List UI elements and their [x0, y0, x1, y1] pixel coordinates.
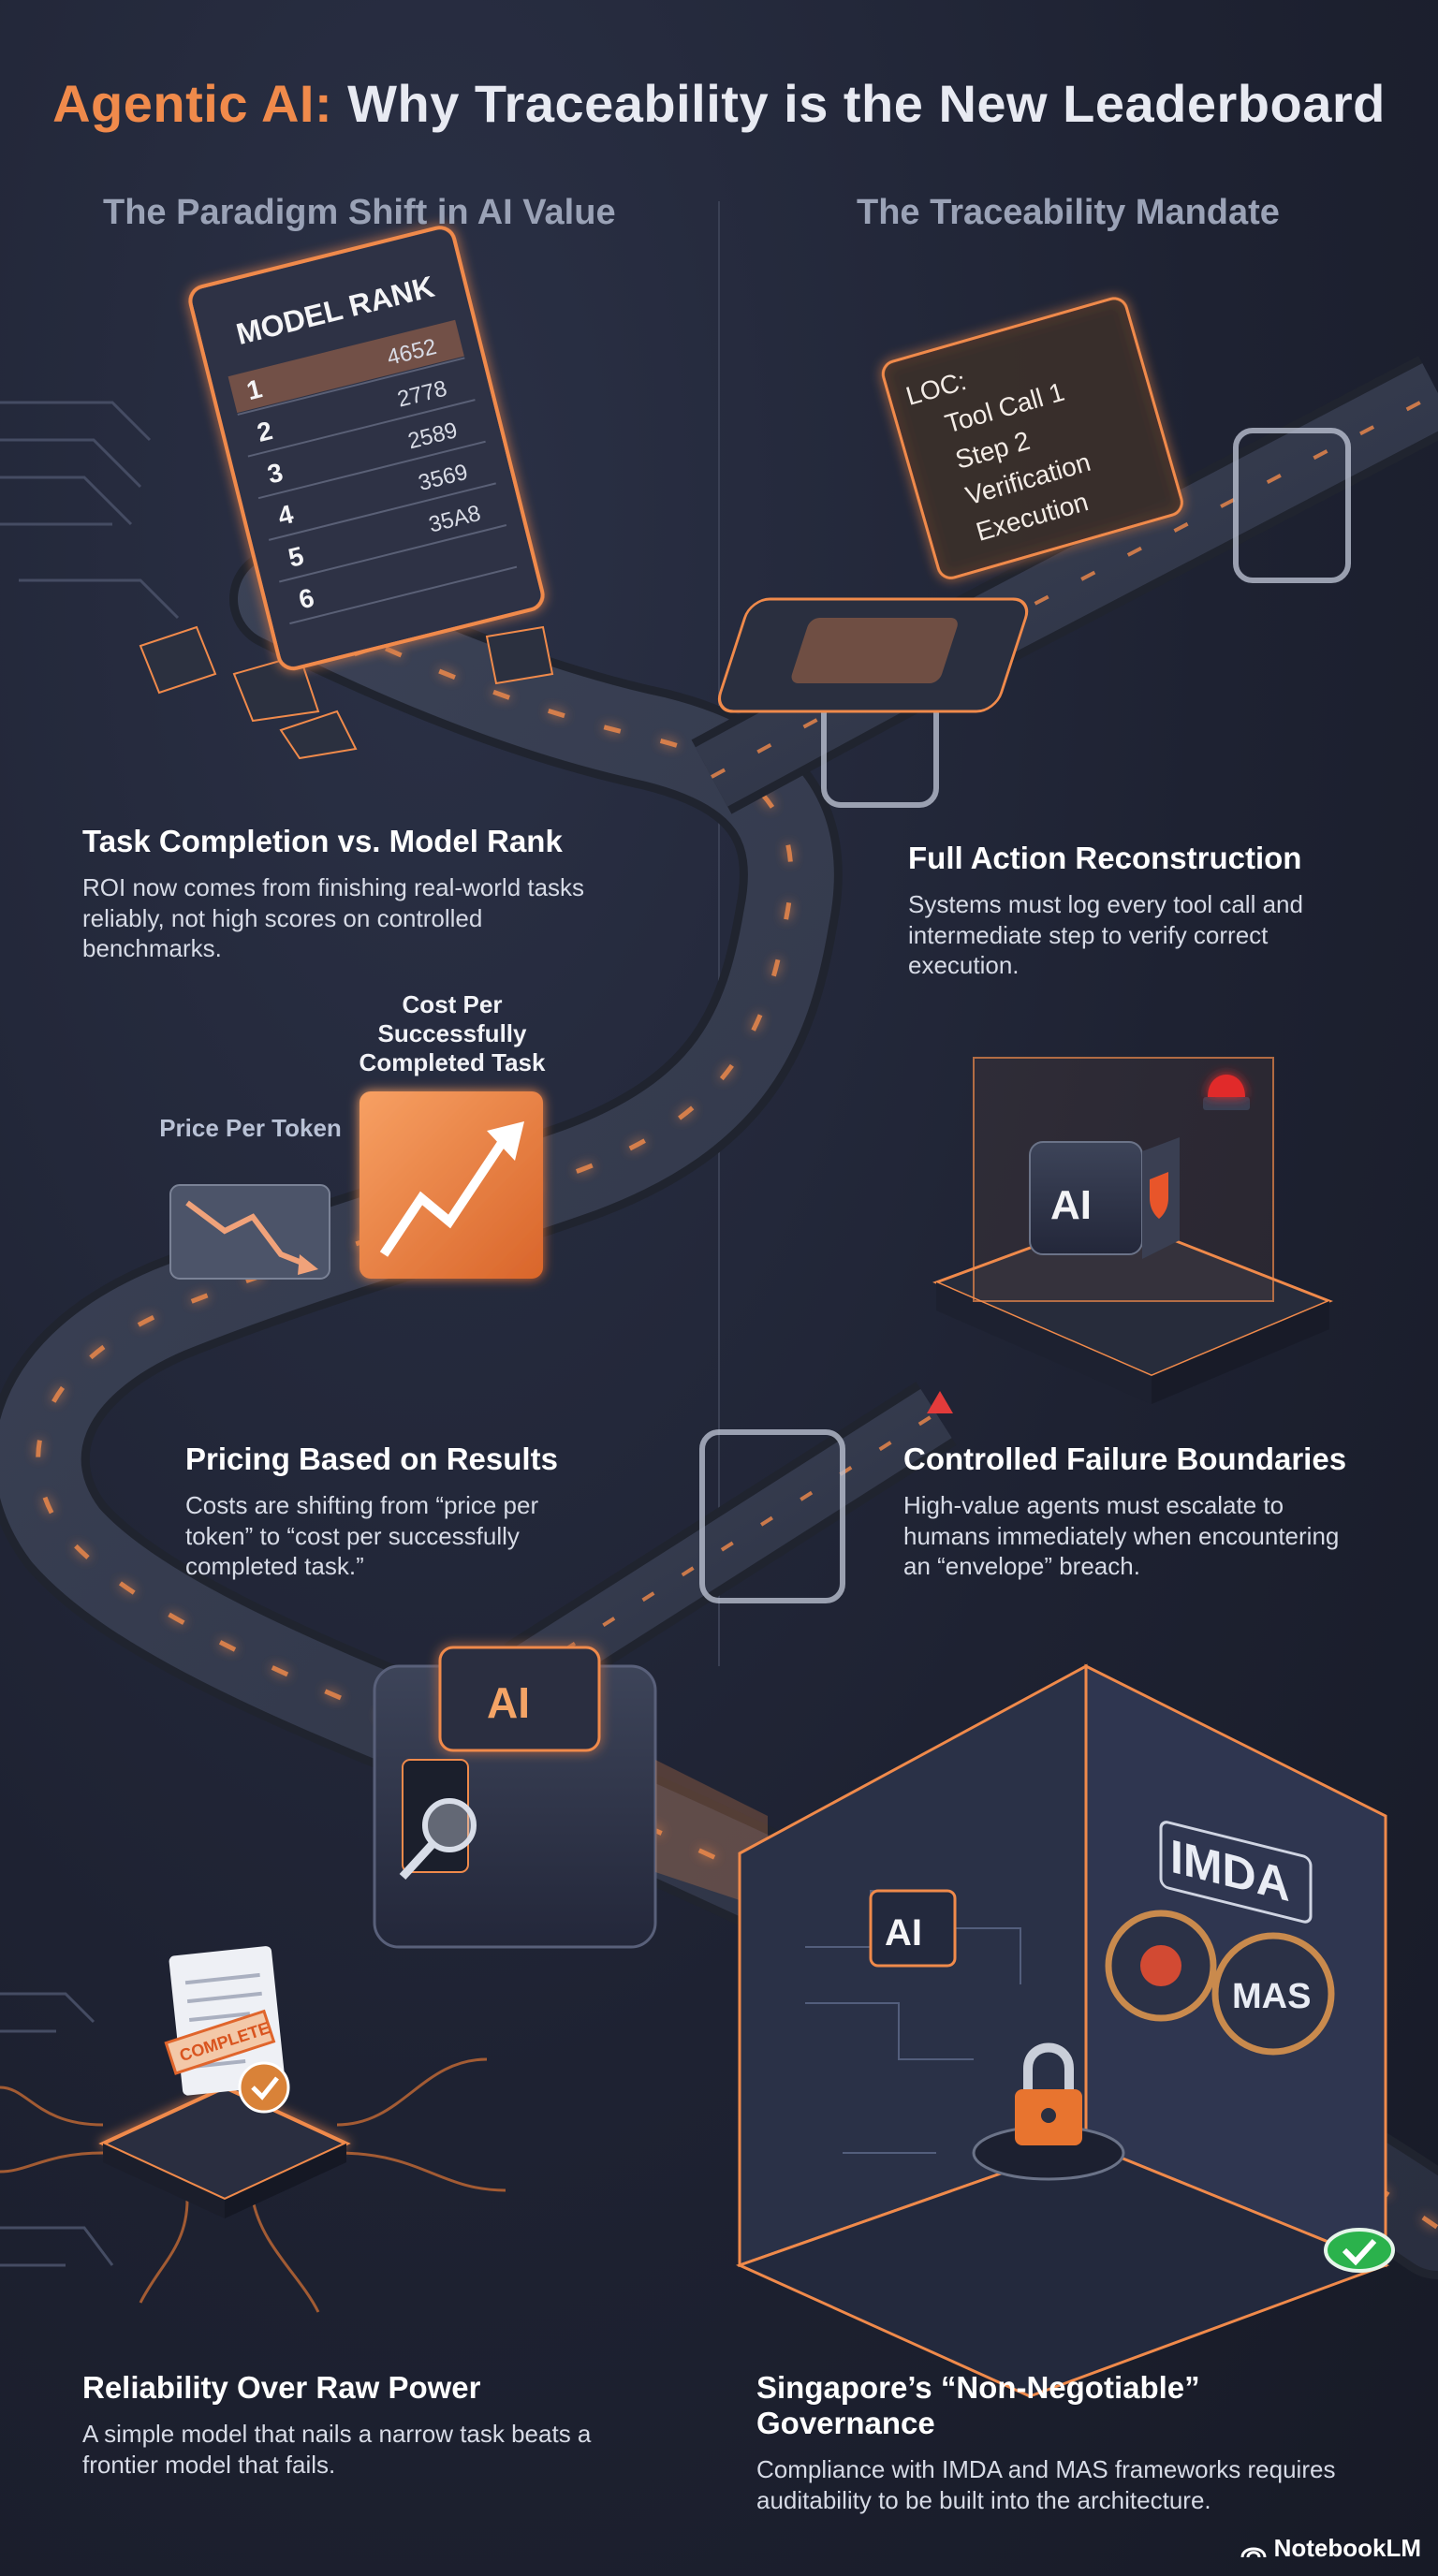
rank-row-divider — [257, 440, 486, 500]
right-column-heading: The Traceability Mandate — [857, 193, 1280, 232]
singapore-title: Singapore’s “Non-Negotiable” Governance — [756, 2370, 1200, 2440]
cost-per-task-label: Cost Per Successfully Completed Task — [359, 990, 546, 1077]
circuit-traces-bottom — [0, 1992, 114, 2267]
brand-label: NotebookLM — [1273, 2534, 1421, 2562]
padlock-icon — [972, 2042, 1125, 2181]
section-singapore: Singapore’s “Non-Negotiable” Governance … — [756, 2370, 1374, 2515]
governance-room: AI IMDA MAS — [735, 1663, 1390, 2398]
task-completion-body: ROI now comes from finishing real-world … — [82, 872, 585, 963]
singapore-body: Compliance with IMDA and MAS frameworks … — [756, 2454, 1336, 2514]
notebooklm-logo-icon — [1240, 2547, 1267, 2557]
rank-row-divider — [289, 565, 518, 625]
cube-ai-label: AI — [1050, 1182, 1092, 1228]
check-circle-icon — [238, 2061, 290, 2114]
full-action-body: Systems must log every tool call and int… — [908, 889, 1303, 980]
full-action-title: Full Action Reconstruction — [908, 841, 1302, 875]
notebooklm-brand: NotebookLM — [1240, 2534, 1421, 2563]
rank-row-highlight — [227, 319, 464, 414]
mas-badge: MAS — [1211, 1932, 1335, 2056]
verification-platform — [717, 597, 1029, 713]
ai-inspection-box: AI — [373, 1646, 768, 1949]
section-full-action: Full Action Reconstruction Systems must … — [908, 841, 1329, 981]
shield-icon — [1150, 1172, 1168, 1219]
rank-number: 6 — [296, 583, 317, 615]
reliability-body: A simple model that nails a narrow task … — [82, 2419, 592, 2479]
rank-row-divider — [247, 399, 476, 458]
warning-icon — [927, 1391, 953, 1413]
circuit-traces-top — [0, 401, 180, 620]
rank-number: 1 — [243, 373, 265, 405]
rank-row-divider — [279, 524, 507, 583]
rank-row-divider — [237, 357, 465, 416]
section-failure: Controlled Failure Boundaries High-value… — [903, 1442, 1353, 1582]
imda-seal-badge — [1105, 1910, 1217, 2022]
magnifier-icon — [399, 1798, 477, 1881]
failure-body: High-value agents must escalate to human… — [903, 1490, 1340, 1581]
section-task-completion: Task Completion vs. Model Rank ROI now c… — [82, 824, 607, 964]
price-per-token-label: Price Per Token — [159, 1114, 342, 1142]
price-per-token-card — [169, 1184, 330, 1280]
pricing-body: Costs are shifting from “price per token… — [185, 1490, 539, 1581]
page-title: Agentic AI: Why Traceability is the New … — [0, 73, 1438, 134]
failure-title: Controlled Failure Boundaries — [903, 1442, 1347, 1476]
cost-per-task-card — [360, 1091, 543, 1279]
section-reliability: Reliability Over Raw Power A simple mode… — [82, 2370, 607, 2480]
title-accent: Agentic AI: — [52, 74, 333, 133]
alarm-light-icon — [1203, 1075, 1250, 1110]
approved-check-icon — [1324, 2228, 1395, 2273]
pricing-title: Pricing Based on Results — [185, 1442, 558, 1476]
left-column-heading: The Paradigm Shift in AI Value — [103, 193, 616, 232]
room-ai-label: AI — [885, 1912, 922, 1954]
reliability-title: Reliability Over Raw Power — [82, 2370, 481, 2405]
rank-number: 2 — [254, 416, 275, 447]
complete-chip: COMPLETE — [0, 1946, 506, 2313]
rank-row-divider — [268, 482, 496, 541]
box-ai-label: AI — [487, 1678, 530, 1727]
section-pricing: Pricing Based on Results Costs are shift… — [185, 1442, 607, 1582]
title-main: Why Traceability is the New Leaderboard — [347, 74, 1386, 133]
rank-number: 3 — [265, 458, 286, 490]
task-completion-title: Task Completion vs. Model Rank — [82, 824, 563, 858]
rank-number: 5 — [286, 541, 307, 573]
mas-label: MAS — [1232, 1977, 1311, 2016]
ai-shield-cube: AI — [927, 1057, 1333, 1413]
